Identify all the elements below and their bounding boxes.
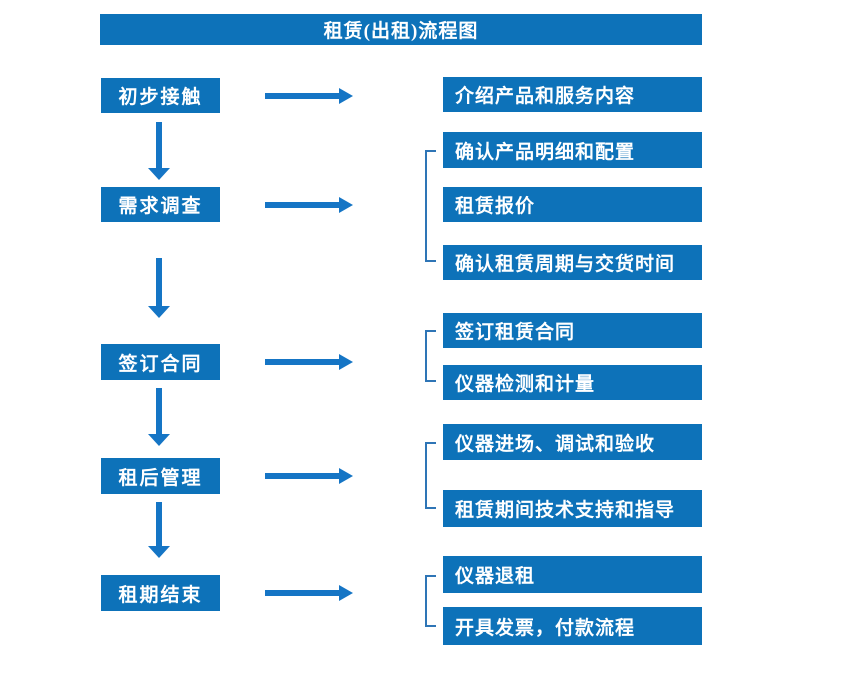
- down-arrow-shaft: [156, 388, 162, 435]
- down-arrow-icon-3: [148, 388, 170, 446]
- step-demand-survey: 需求调查: [101, 187, 220, 222]
- down-arrow-shaft: [156, 502, 162, 547]
- item-confirm-rental-period-delivery: 确认租赁周期与交货时间: [443, 245, 702, 280]
- right-arrow-shaft: [265, 359, 341, 365]
- right-arrow-head: [339, 585, 353, 601]
- down-arrow-shaft: [156, 122, 162, 169]
- right-arrow-shaft: [265, 93, 341, 99]
- right-arrow-head: [339, 354, 353, 370]
- step-sign-contract: 签订合同: [101, 344, 220, 380]
- right-arrow-head: [339, 468, 353, 484]
- item-invoice-payment-process: 开具发票，付款流程: [443, 607, 702, 645]
- step-lease-end: 租期结束: [101, 575, 220, 611]
- down-arrow-shaft: [156, 258, 162, 307]
- flowchart-title-banner: 租赁(出租)流程图: [100, 14, 702, 45]
- down-arrow-head: [148, 168, 170, 180]
- right-arrow-icon-2: [265, 197, 353, 213]
- down-arrow-icon-1: [148, 122, 170, 180]
- right-arrow-icon-3: [265, 354, 353, 370]
- group-bracket-icon-2: [425, 150, 436, 262]
- right-arrow-shaft: [265, 473, 341, 479]
- group-bracket-icon-5: [425, 575, 436, 627]
- item-rental-tech-support: 租赁期间技术支持和指导: [443, 490, 702, 527]
- item-sign-rental-contract: 签订租赁合同: [443, 313, 702, 348]
- item-confirm-product-details: 确认产品明细和配置: [443, 132, 702, 168]
- right-arrow-head: [339, 197, 353, 213]
- down-arrow-head: [148, 546, 170, 558]
- step-initial-contact: 初步接触: [101, 78, 220, 113]
- item-instrument-inspection-metering: 仪器检测和计量: [443, 365, 702, 400]
- right-arrow-shaft: [265, 202, 341, 208]
- item-rental-quote: 租赁报价: [443, 187, 702, 222]
- group-bracket-icon-4: [425, 442, 436, 509]
- right-arrow-shaft: [265, 590, 341, 596]
- item-instrument-return: 仪器退租: [443, 556, 702, 593]
- right-arrow-icon-1: [265, 88, 353, 104]
- down-arrow-head: [148, 306, 170, 318]
- group-bracket-icon-3: [425, 330, 436, 382]
- down-arrow-icon-4: [148, 502, 170, 558]
- down-arrow-icon-2: [148, 258, 170, 318]
- flowchart-title: 租赁(出租)流程图: [323, 21, 479, 42]
- item-instrument-entry-acceptance: 仪器进场、调试和验收: [443, 424, 702, 460]
- right-arrow-head: [339, 88, 353, 104]
- right-arrow-icon-4: [265, 468, 353, 484]
- down-arrow-head: [148, 434, 170, 446]
- right-arrow-icon-5: [265, 585, 353, 601]
- item-introduce-products-services: 介绍产品和服务内容: [443, 77, 702, 112]
- step-post-rental-management: 租后管理: [101, 458, 220, 494]
